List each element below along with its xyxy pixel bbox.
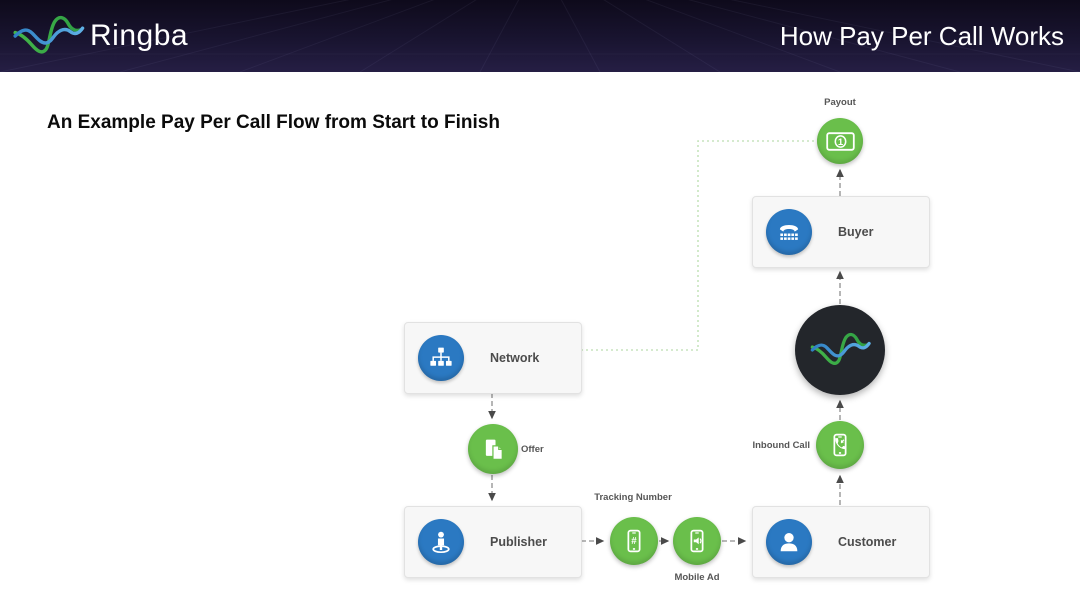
person-icon xyxy=(766,519,812,565)
badge-tracking-number: # xyxy=(610,517,658,565)
node-label-customer: Customer xyxy=(838,535,897,549)
money-bill-icon: 1 xyxy=(825,131,855,151)
node-buyer: Buyer xyxy=(752,196,930,268)
badge-label-payout: Payout xyxy=(824,97,856,108)
node-publisher: Publisher xyxy=(404,506,582,578)
ringba-logo-icon xyxy=(13,15,85,54)
phone-hash-icon: # xyxy=(621,528,647,554)
brand-name: Ringba xyxy=(90,19,189,52)
desk-phone-icon xyxy=(766,209,812,255)
node-label-network: Network xyxy=(490,351,540,365)
svg-text:#: # xyxy=(631,536,637,547)
node-network: Network xyxy=(404,322,582,394)
header: Ringba How Pay Per Call Works xyxy=(0,0,1080,72)
connector-network-payout xyxy=(581,140,814,351)
badge-payout: 1 xyxy=(817,118,863,164)
phone-incoming-icon xyxy=(827,432,853,458)
badge-offer xyxy=(468,424,518,474)
node-customer: Customer xyxy=(752,506,930,578)
svg-text:1: 1 xyxy=(837,136,843,147)
badge-label-inbound-call: Inbound Call xyxy=(752,440,810,451)
documents-icon xyxy=(480,436,507,463)
person-pin-icon xyxy=(418,519,464,565)
badge-label-tracking-number: Tracking Number xyxy=(594,492,672,503)
diagram-heading: An Example Pay Per Call Flow from Start … xyxy=(47,112,500,133)
header-grid-pattern xyxy=(0,0,1080,72)
phone-megaphone-icon xyxy=(684,528,710,554)
brand: Ringba xyxy=(10,5,188,67)
badge-label-mobile-ad: Mobile Ad xyxy=(674,572,720,583)
badge-mobile-ad xyxy=(673,517,721,565)
badge-inbound-call xyxy=(816,421,864,469)
badge-label-offer: Offer xyxy=(521,444,544,455)
node-label-publisher: Publisher xyxy=(490,535,547,549)
ringba-wave-logo xyxy=(808,328,872,372)
ringba-hub xyxy=(795,305,885,395)
header-title: How Pay Per Call Works xyxy=(779,20,1064,51)
sitemap-icon xyxy=(418,335,464,381)
node-label-buyer: Buyer xyxy=(838,225,874,239)
